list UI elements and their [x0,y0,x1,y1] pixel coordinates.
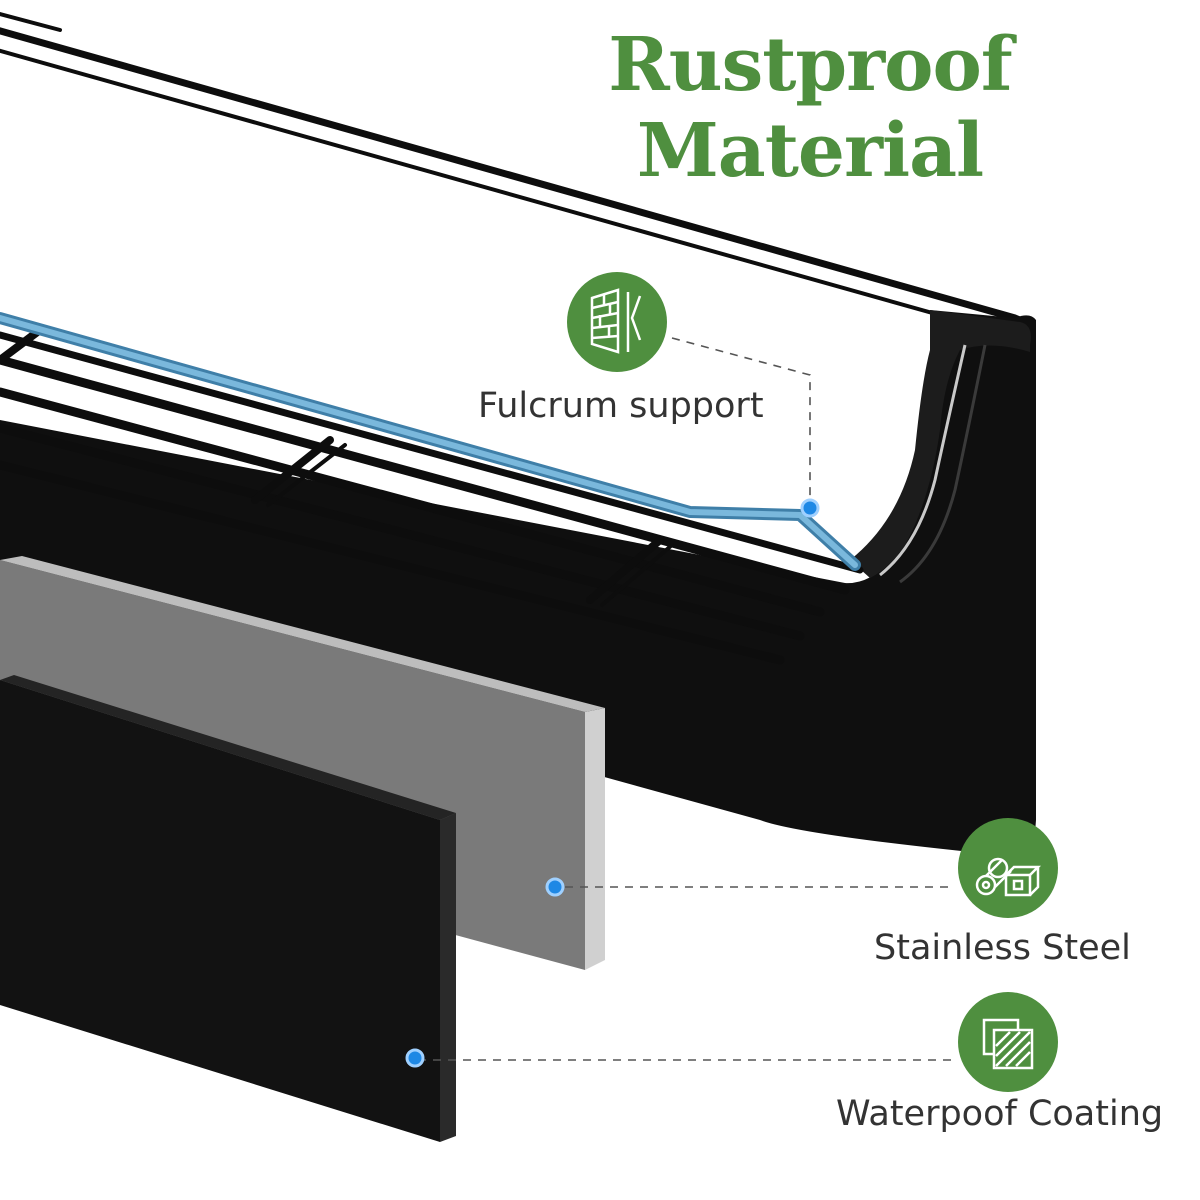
steel-rolls-icon [958,818,1058,918]
stainless-steel-label: Stainless Steel [874,928,1131,968]
coating-layers-icon [958,992,1058,1092]
page-title: Rustproof Material [608,22,1012,194]
shelf-body [0,310,1036,855]
marker-dots [405,498,820,1068]
waterproof-coating-label: Waterpoof Coating [836,1094,1164,1134]
brick-wall-icon [567,272,667,372]
wire-grid [0,326,864,665]
leader-lines [418,337,952,1061]
waterproof-coating-plate [0,675,456,1142]
fulcrum-support-label: Fulcrum support [478,386,764,426]
fulcrum-support-wire [0,312,861,571]
